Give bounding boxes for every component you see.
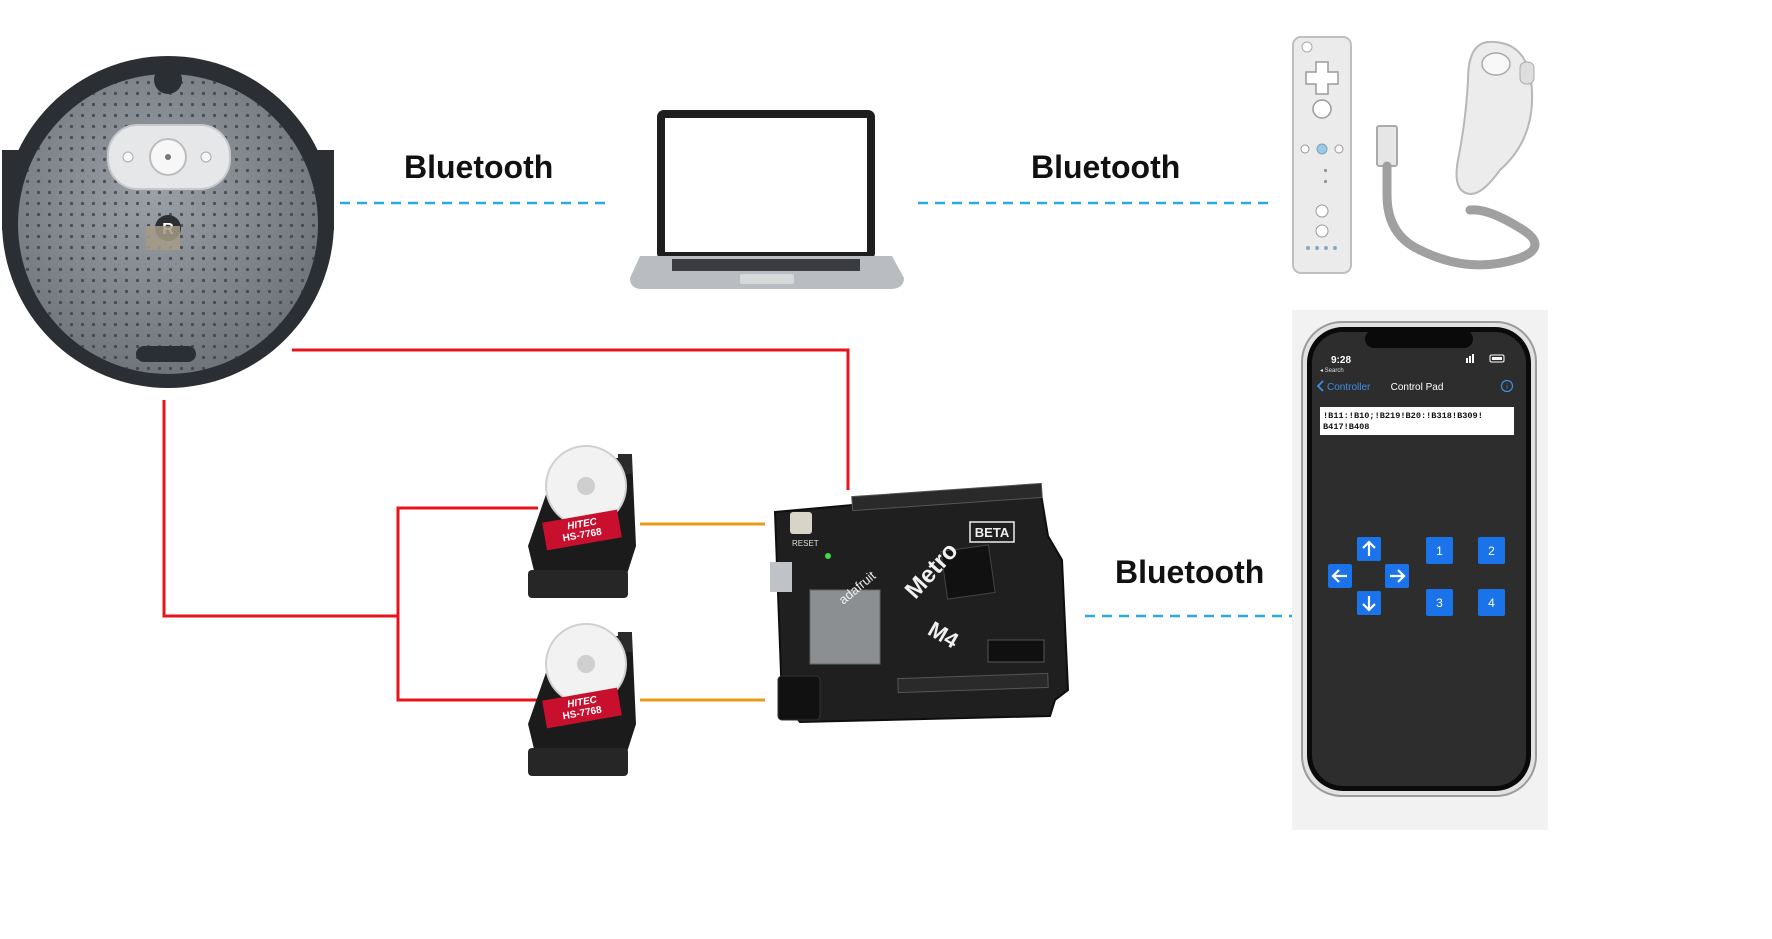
info-icon-glyph: i bbox=[1506, 384, 1508, 391]
wii-a-button bbox=[1312, 99, 1332, 119]
phone-data-box bbox=[1320, 407, 1514, 435]
wii-speaker bbox=[1316, 166, 1328, 190]
phone-status-time: 9:28 bbox=[1331, 355, 1351, 366]
wii-minus-button bbox=[1300, 144, 1310, 154]
nunchuk-cable bbox=[1382, 161, 1540, 270]
phone-notch bbox=[1365, 330, 1473, 348]
wire-robot-to-board bbox=[292, 348, 850, 490]
wii-2-button bbox=[1315, 224, 1329, 238]
arrow-up-icon bbox=[1362, 540, 1376, 556]
board-beta-text: BETA bbox=[975, 525, 1010, 540]
phone-number-pad: 1 2 3 4 bbox=[1426, 537, 1505, 616]
nunchuk-body bbox=[1455, 40, 1534, 196]
wii-remote-body bbox=[1292, 36, 1352, 274]
robot-left-sensor bbox=[122, 151, 134, 163]
nunchuk-plug bbox=[1376, 125, 1398, 167]
signal-wires bbox=[640, 522, 765, 702]
robot-right-sensor bbox=[200, 151, 212, 163]
phone-dpad bbox=[1328, 537, 1409, 615]
bluetooth-label-robot-laptop: Bluetooth bbox=[404, 149, 553, 185]
robot-camera-lens bbox=[165, 154, 171, 160]
robot-bumper-left bbox=[2, 150, 24, 230]
pad-button-1[interactable] bbox=[1426, 537, 1453, 564]
phone: 9:28 ◂ Search Controller Control Pad i !… bbox=[1292, 310, 1548, 830]
board-beta-badge bbox=[969, 521, 1015, 543]
arrow-left-icon bbox=[1331, 569, 1347, 583]
pad-button-3[interactable] bbox=[1426, 589, 1453, 616]
robot-vacuum: R bbox=[2, 56, 334, 388]
pad-button-4[interactable] bbox=[1478, 589, 1505, 616]
servo-1-mount-bottom bbox=[528, 570, 628, 598]
pad-button-2-label: 2 bbox=[1488, 544, 1495, 558]
servo-2-brand: HITEC bbox=[566, 694, 598, 710]
laptop-screen bbox=[665, 118, 867, 252]
board-led bbox=[825, 553, 831, 559]
servo-2-hub bbox=[577, 655, 595, 673]
pad-button-3-label: 3 bbox=[1436, 596, 1443, 610]
phone-data-line-2: B417!B408 bbox=[1323, 422, 1369, 432]
phone-back-label[interactable]: Controller bbox=[1327, 382, 1371, 393]
board-usb-port bbox=[770, 562, 792, 592]
board-wifi-module bbox=[809, 589, 881, 665]
pad-button-4-label: 4 bbox=[1488, 596, 1495, 610]
pad-button-2[interactable] bbox=[1478, 537, 1505, 564]
board-power-jack bbox=[777, 675, 821, 721]
pad-button-1-label: 1 bbox=[1436, 544, 1443, 558]
phone-status-icons bbox=[1466, 354, 1505, 363]
robot-front-sensor bbox=[154, 66, 182, 94]
arrow-down-icon bbox=[1362, 596, 1376, 612]
board-mcu-chip bbox=[940, 544, 996, 600]
robot-chip bbox=[146, 226, 180, 250]
power-wires bbox=[162, 348, 850, 702]
robot-handle bbox=[136, 346, 196, 362]
board-header-top bbox=[851, 482, 1043, 512]
servo-1-hub bbox=[577, 477, 595, 495]
wii-power-button bbox=[1301, 41, 1313, 53]
servo-2-mount-bottom bbox=[528, 748, 628, 776]
metro-m4-board: RESET Metro M4 BETA adafruit bbox=[770, 482, 1070, 724]
robot-bumper-right bbox=[312, 150, 334, 230]
nunchuk-trigger bbox=[1519, 61, 1535, 85]
wii-dpad-icon bbox=[1305, 61, 1339, 95]
servo-1-label bbox=[542, 509, 622, 551]
arrow-right-icon bbox=[1390, 569, 1406, 583]
board-header-bottom bbox=[897, 672, 1049, 694]
laptop-keyboard bbox=[672, 259, 860, 271]
wire-servo-bus bbox=[396, 506, 538, 702]
laptop bbox=[630, 110, 904, 289]
phone-screen bbox=[1312, 332, 1526, 786]
wii-player-leds bbox=[1306, 246, 1337, 250]
servo-2-label bbox=[542, 687, 622, 729]
bluetooth-label-laptop-wii: Bluetooth bbox=[1031, 149, 1180, 185]
servo-2: HS-7768 HITEC bbox=[528, 623, 636, 776]
nunchuk-joystick bbox=[1481, 52, 1511, 76]
phone-screen-title: Control Pad bbox=[1391, 382, 1444, 393]
wii-home-button bbox=[1316, 143, 1328, 155]
wii-nunchuk bbox=[1376, 40, 1540, 270]
board-reset-label: RESET bbox=[792, 539, 819, 548]
wire-robot-to-servos bbox=[162, 400, 398, 618]
bluetooth-label-board-phone: Bluetooth bbox=[1115, 554, 1264, 590]
wii-remote bbox=[1292, 36, 1352, 274]
back-chevron-icon[interactable] bbox=[1316, 380, 1324, 392]
wii-1-button bbox=[1315, 204, 1329, 218]
board-spi-header bbox=[987, 639, 1045, 663]
phone-back-app[interactable]: ◂ Search bbox=[1320, 368, 1344, 374]
board-reset-button bbox=[790, 512, 812, 534]
info-icon[interactable] bbox=[1500, 379, 1514, 393]
phone-data-line-1: !B11:!B10;!B219!B20:!B318!B309! bbox=[1323, 411, 1483, 421]
bluetooth-links bbox=[340, 201, 1292, 618]
servo-1-brand: HITEC bbox=[566, 516, 598, 532]
servo-1: HS-7768 HITEC bbox=[528, 445, 636, 598]
wii-plus-button bbox=[1334, 144, 1344, 154]
laptop-trackpad bbox=[740, 274, 794, 284]
